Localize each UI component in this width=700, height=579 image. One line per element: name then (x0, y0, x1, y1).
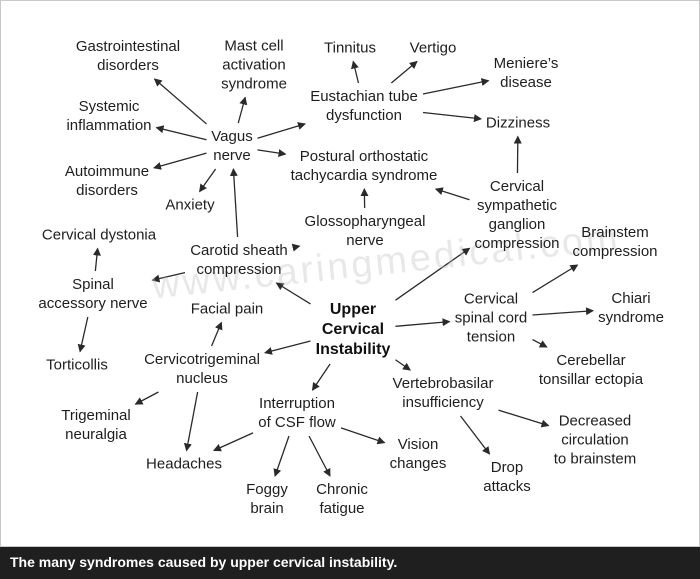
arrow-eustachian-tube-dysfunction-to-menieres-disease (422, 78, 490, 95)
arrow-upper-cervical-instability-to-interruption-of-csf-flow (311, 363, 331, 391)
arrow-eustachian-tube-dysfunction-to-vertigo (390, 60, 418, 84)
node-cervicotrigeminal-nucleus: Cervicotrigeminal nucleus (144, 351, 260, 387)
arrow-upper-cervical-instability-to-cervicotrigeminal-nucleus (264, 340, 311, 355)
arrow-cervical-spinal-cord-tension-to-chiari-syndrome (532, 307, 594, 316)
node-postural-orthostatic-tachycardia-syndrome: Postural orthostatic tachycardia syndrom… (290, 148, 438, 184)
node-vagus-nerve: Vagus nerve (211, 128, 253, 164)
arrow-vagus-nerve-to-gastrointestinal-disorders (153, 78, 207, 125)
node-dizziness: Dizziness (485, 114, 551, 132)
node-vision-changes: Vision changes (389, 436, 447, 472)
node-brainstem-compression: Brainstem compression (572, 224, 658, 260)
arrows-layer (77, 60, 594, 477)
arrow-carotid-sheath-compression-to-spinal-accessory-nerve (151, 271, 186, 283)
arrow-cervicotrigeminal-nucleus-to-trigeminal-neuralgia (134, 391, 159, 405)
node-systemic-inflammation: Systemic inflammation (66, 98, 152, 134)
arrow-cervical-spinal-cord-tension-to-cerebellar-tonsillar-ectopia (532, 339, 548, 348)
arrow-upper-cervical-instability-to-cervical-spinal-cord-tension (395, 318, 451, 327)
node-eustachian-tube-dysfunction: Eustachian tube dysfunction (310, 88, 418, 124)
arrow-cervicotrigeminal-nucleus-to-facial-pain (210, 321, 223, 347)
node-gastrointestinal-disorders: Gastrointestinal disorders (75, 38, 181, 74)
arrow-spinal-accessory-nerve-to-cervical-dystonia (92, 247, 101, 272)
arrow-eustachian-tube-dysfunction-to-dizziness (422, 111, 482, 123)
arrow-interruption-of-csf-flow-to-chronic-fatigue (308, 435, 331, 477)
arrow-cervical-sympathetic-ganglion-compression-to-postural-orthostatic-tachycardia-syndrome (434, 187, 470, 201)
node-cervical-sympathetic-ganglion-compression: Cervical sympathetic ganglion compressio… (474, 178, 560, 252)
arrow-upper-cervical-instability-to-carotid-sheath-compression (275, 282, 311, 305)
node-mast-cell-activation-syndrome: Mast cell activation syndrome (221, 37, 287, 93)
node-interruption-of-csf-flow: Interruption of CSF flow (258, 395, 336, 431)
node-carotid-sheath-compression: Carotid sheath compression (190, 242, 288, 278)
arrow-vagus-nerve-to-systemic-inflammation (155, 125, 207, 141)
node-cerebellar-tonsillar-ectopia: Cerebellar tonsillar ectopia (538, 352, 644, 388)
arrow-vagus-nerve-to-anxiety (199, 168, 217, 193)
node-decreased-circulation-to-brainstem: Decreased circulation to brainstem (553, 412, 637, 468)
arrow-eustachian-tube-dysfunction-to-tinnitus (351, 60, 360, 84)
node-spinal-accessory-nerve: Spinal accessory nerve (38, 276, 148, 312)
arrow-cervical-spinal-cord-tension-to-brainstem-compression (532, 264, 579, 294)
node-chronic-fatigue: Chronic fatigue (316, 481, 368, 517)
arrow-cervicotrigeminal-nucleus-to-headaches (183, 391, 199, 452)
arrow-vagus-nerve-to-postural-orthostatic-tachycardia-syndrome (257, 149, 287, 158)
arrow-interruption-of-csf-flow-to-vision-changes (340, 427, 386, 445)
node-vertigo: Vertigo (409, 39, 457, 57)
node-upper-cervical-instability: Upper Cervical Instability (315, 301, 391, 358)
node-trigeminal-neuralgia: Trigeminal neuralgia (61, 407, 131, 443)
arrow-upper-cervical-instability-to-cervical-sympathetic-ganglion-compression (395, 247, 471, 301)
node-cervical-spinal-cord-tension: Cervical spinal cord tension (454, 290, 528, 346)
diagram-frame: www.caringmedical.com Upper Cervical Ins… (0, 0, 700, 547)
arrow-spinal-accessory-nerve-to-torticollis (77, 316, 89, 353)
arrow-vertebrobasilar-insufficiency-to-drop-attacks (460, 415, 491, 455)
node-headaches: Headaches (146, 455, 222, 473)
figure-caption: The many syndromes caused by upper cervi… (10, 554, 398, 570)
arrow-interruption-of-csf-flow-to-headaches (213, 432, 254, 452)
arrow-vagus-nerve-to-mast-cell-activation-syndrome (237, 96, 248, 124)
node-torticollis: Torticollis (46, 356, 108, 374)
arrow-vagus-nerve-to-eustachian-tube-dysfunction (257, 122, 306, 139)
arrow-carotid-sheath-compression-to-vagus-nerve (229, 168, 239, 238)
node-cervical-dystonia: Cervical dystonia (41, 226, 157, 244)
node-glossopharyngeal-nerve: Glossopharyngeal nerve (304, 213, 426, 249)
node-facial-pain: Facial pain (190, 300, 264, 318)
node-menieres-disease: Meniere’s disease (493, 55, 559, 91)
caption-bar: The many syndromes caused by upper cervi… (0, 547, 700, 579)
node-autoimmune-disorders: Autoimmune disorders (64, 163, 150, 199)
node-vertebrobasilar-insufficiency: Vertebrobasilar insufficiency (392, 375, 494, 411)
arrow-vagus-nerve-to-autoimmune-disorders (153, 152, 207, 170)
arrow-vertebrobasilar-insufficiency-to-decreased-circulation-to-brainstem (498, 409, 550, 428)
node-chiari-syndrome: Chiari syndrome (598, 290, 664, 326)
node-anxiety: Anxiety (165, 196, 215, 214)
node-tinnitus: Tinnitus (324, 39, 376, 57)
arrow-upper-cervical-instability-to-vertebrobasilar-insufficiency (395, 359, 411, 371)
node-drop-attacks: Drop attacks (483, 459, 531, 495)
node-foggy-brain: Foggy brain (246, 481, 288, 517)
arrow-carotid-sheath-compression-to-glossopharyngeal-nerve (291, 243, 301, 252)
arrow-interruption-of-csf-flow-to-foggy-brain (273, 435, 290, 477)
